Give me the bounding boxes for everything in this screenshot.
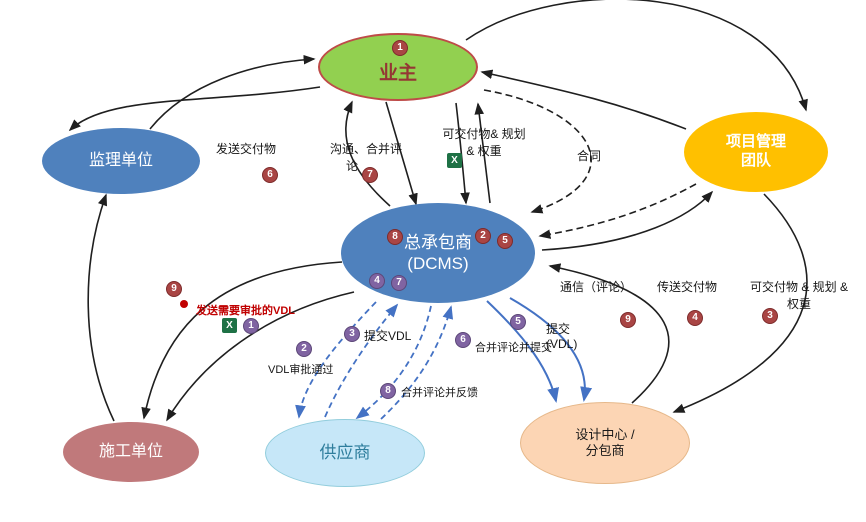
node-pm-team-label-1: 项目管理 — [725, 133, 786, 151]
contractor-badge-5: 5 — [497, 233, 513, 249]
label-deliverables-planning-top-2: & 权重 — [466, 144, 502, 158]
node-supplier: 供应商 — [265, 419, 425, 487]
node-owner-label: 业主 — [378, 63, 417, 85]
node-supervision-label: 监理单位 — [88, 152, 153, 169]
node-construction-label: 施工单位 — [98, 443, 163, 460]
badge-submit-vdl-design: 5 — [510, 314, 526, 330]
node-supervision: 监理单位 — [42, 128, 200, 194]
badge-submit-vdl: 3 — [344, 326, 360, 342]
node-contractor: 8 2 5 4 7 总承包商 (DCMS) — [341, 203, 535, 303]
arrow-contractor-to-pmteam — [541, 190, 714, 251]
arrow-transfer-deliverables — [548, 263, 670, 404]
arrow-communicate-merge — [385, 101, 418, 206]
excel-icon: X — [447, 153, 462, 168]
label-communicate-merge-2: 论 — [346, 159, 359, 173]
label-transfer-deliverables: 传送交付物 — [657, 280, 718, 294]
label-send-deliverables: 发送交付物 — [216, 142, 277, 156]
arrow-pmteam-to-owner — [480, 69, 687, 130]
arrow-merge-submit-dashed — [380, 305, 454, 420]
contractor-badge-8: 8 — [387, 229, 403, 245]
arrow-deliverables-planning-up — [474, 102, 491, 204]
node-construction: 施工单位 — [63, 422, 199, 482]
contractor-badge-7: 7 — [391, 275, 407, 291]
label-vdl-approved: VDL审批通过 — [268, 364, 334, 376]
label-submit-vdl-design-2: (VDL) — [546, 337, 578, 351]
arrow-owner-to-pmteam-arc — [465, 0, 808, 112]
node-supplier-label: 供应商 — [319, 443, 371, 463]
contractor-badge-2: 2 — [475, 228, 491, 244]
node-design-center: 设计中心 / 分包商 — [520, 402, 690, 484]
arrow-send-vdl-approval — [166, 291, 355, 422]
arrow-construction-to-supervision — [87, 193, 115, 422]
badge-merge-comments-submit: 6 — [455, 332, 471, 348]
label-merge-comments-submit: 合并评论并提交 — [475, 342, 552, 354]
arrow-submit-vdl-design-blue — [486, 300, 559, 403]
arrow-vdl-approved-dashed — [295, 301, 377, 419]
badge-communicate-merge: 7 — [362, 167, 378, 183]
contractor-badge-4: 4 — [369, 273, 385, 289]
owner-badge: 1 — [392, 40, 408, 56]
badge-communication-comments: 9 — [620, 312, 636, 328]
label-communicate-merge-1: 沟通、合并评 — [330, 142, 403, 156]
node-design-center-label-1: 设计中心 / — [575, 426, 635, 442]
node-owner: 1 业主 — [318, 33, 478, 101]
label-deliverables-planning-right-2: 权重 — [786, 297, 811, 311]
node-contractor-label-2: (DCMS) — [407, 254, 469, 273]
badge-deliverables-planning-right: 3 — [762, 308, 778, 324]
arrow-send-deliverables — [343, 100, 391, 207]
arrow-deliverables-planning-right — [672, 193, 808, 413]
badge-send-deliverables: 6 — [262, 167, 278, 183]
label-deliverables-planning-right-1: 可交付物 & 规划 & — [749, 280, 848, 294]
arrow-communication-comments-blue — [509, 297, 593, 402]
arrow-submit-vdl-dashed — [324, 303, 399, 418]
arrow-merge-feedback-dashed — [355, 305, 432, 420]
label-submit-vdl-design-1: 提交 — [546, 322, 571, 336]
node-pm-team-label-2: 团队 — [740, 152, 771, 169]
label-contract: 合同 — [577, 149, 602, 163]
arrow-pmteam-to-contractor-dashed — [538, 183, 697, 239]
arrow-owner-to-supervision — [68, 86, 321, 132]
label-send-vdl-approval: 发送需要审批的VDL — [196, 305, 295, 317]
label-merge-comments-feedback: 合并评论并反馈 — [401, 387, 478, 399]
badge-transfer-deliverables: 4 — [687, 310, 703, 326]
badge-merge-comments-feedback: 8 — [380, 383, 396, 399]
label-communication-comments: 通信（评论） — [560, 280, 633, 294]
arrow-supervision-to-owner — [149, 54, 316, 130]
badge-send-vdl-approval: 1 — [243, 318, 259, 334]
badge-vdl-approved: 2 — [296, 341, 312, 357]
node-pm-team: 项目管理 团队 — [684, 112, 828, 192]
label-deliverables-planning-top-1: 可交付物& 规划 — [442, 127, 526, 141]
node-design-center-label-2: 分包商 — [585, 443, 625, 458]
arrow-contractor-to-construction-9 — [141, 261, 343, 420]
arrow-contract-dashed — [483, 89, 592, 214]
label-submit-vdl: 提交VDL — [364, 329, 412, 343]
excel-icon: X — [222, 318, 237, 333]
node-contractor-label-1: 总承包商 — [404, 232, 472, 252]
badge-standalone-9: 9 — [166, 281, 182, 297]
red-dot-marker — [180, 300, 188, 308]
